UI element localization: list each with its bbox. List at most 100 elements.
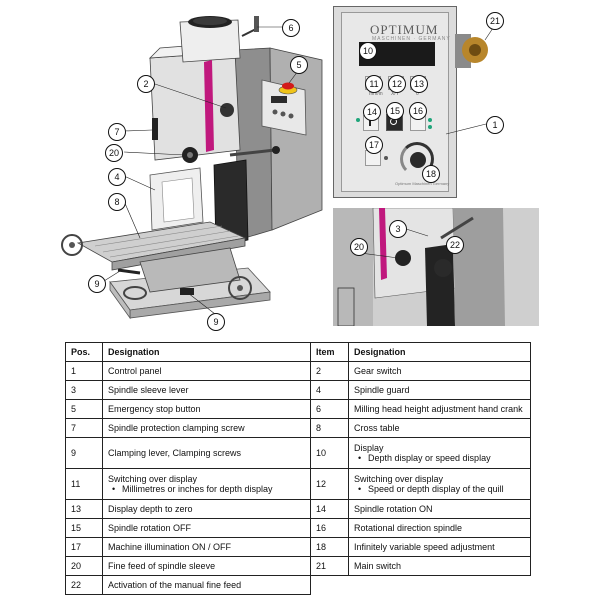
- cell-pos: 1: [65, 361, 103, 381]
- button-x-y-label: X/Y: [391, 91, 400, 97]
- table-row: 5 Emergency stop button 6 Milling head h…: [65, 399, 531, 419]
- cell-item: 16: [310, 518, 349, 538]
- cell-designation-bullet: Speed or depth display of the quill: [354, 484, 525, 494]
- cell-designation: Spindle protection clamping screw: [102, 418, 311, 438]
- table-row: 9 Clamping lever, Clamping screws 10 Dis…: [65, 437, 531, 469]
- cell-pos: 15: [65, 518, 103, 538]
- cell-designation-title: Display: [354, 443, 384, 453]
- cell-designation: Spindle rotation OFF: [102, 518, 311, 538]
- callout-2: 2: [137, 75, 155, 93]
- cell-designation-multi: Switching over display Speed or depth di…: [348, 468, 531, 500]
- cell-designation: Spindle rotation ON: [348, 499, 531, 519]
- callout-17: 17: [365, 136, 383, 154]
- callout-4: 4: [108, 168, 126, 186]
- callout-16: 16: [409, 102, 427, 120]
- callout-20: 20: [105, 144, 123, 162]
- cell-designation: Fine feed of spindle sleeve: [102, 556, 311, 576]
- speed-adjust-knob[interactable]: [410, 152, 426, 168]
- callout-10: 10: [359, 42, 377, 60]
- callout-12: 12: [388, 75, 406, 93]
- cell-designation-bullet: Depth display or speed display: [354, 453, 525, 463]
- cell-item: 21: [310, 556, 349, 576]
- callout-8: 8: [108, 193, 126, 211]
- cell-item: 4: [310, 380, 349, 400]
- cell-item: 2: [310, 361, 349, 381]
- cell-pos: 13: [65, 499, 103, 519]
- callout-9-left: 9: [88, 275, 106, 293]
- cell-designation-title: Switching over display: [108, 474, 198, 484]
- callout-22: 22: [446, 236, 464, 254]
- cell-designation-multi: Display Depth display or speed display: [348, 437, 531, 469]
- callout-14: 14: [363, 103, 381, 121]
- parts-legend-table: Pos. Designation Item Designation 1 Cont…: [65, 342, 531, 595]
- callout-1: 1: [486, 116, 504, 134]
- cell-designation: Spindle sleeve lever: [102, 380, 311, 400]
- callout-20-detail: 20: [350, 238, 368, 256]
- table-row: 15 Spindle rotation OFF 16 Rotational di…: [65, 518, 531, 538]
- header-designation-left: Designation: [102, 342, 311, 362]
- milling-machine-illustration: [61, 16, 323, 320]
- callout-18: 18: [422, 165, 440, 183]
- callout-13: 13: [410, 75, 428, 93]
- cell-pos: 5: [65, 399, 103, 419]
- cell-designation: Spindle guard: [348, 380, 531, 400]
- led-green-icon-2: [428, 118, 432, 122]
- cell-designation: Machine illumination ON / OFF: [102, 537, 311, 557]
- cell-designation: Control panel: [102, 361, 311, 381]
- cell-pos: 17: [65, 537, 103, 557]
- header-designation-right: Designation: [348, 342, 531, 362]
- cell-pos: 3: [65, 380, 103, 400]
- cell-pos: 20: [65, 556, 103, 576]
- cell-designation: Infinitely variable speed adjustment: [348, 537, 531, 557]
- cell-item: 6: [310, 399, 349, 419]
- callout-11: 11: [365, 75, 383, 93]
- cell-designation: Main switch: [348, 556, 531, 576]
- cell-pos: 9: [65, 437, 103, 469]
- cell-designation: Emergency stop button: [102, 399, 311, 419]
- table-row: 13 Display depth to zero 14 Spindle rota…: [65, 499, 531, 519]
- cell-pos: 11: [65, 468, 103, 500]
- main-switch-illustration: [455, 24, 496, 68]
- detail-fine-feed-illustration: [333, 208, 539, 326]
- cell-designation: Clamping lever, Clamping screws: [102, 437, 311, 469]
- cell-designation: Milling head height adjustment hand cran…: [348, 399, 531, 419]
- panel-leader-lines: [445, 123, 487, 135]
- cell-item: 18: [310, 537, 349, 557]
- button-zero-label: 0: [416, 91, 419, 97]
- control-panel-brand: OPTIMUM: [370, 22, 439, 37]
- spindle-on-bar-icon: [369, 118, 371, 126]
- header-pos: Pos.: [65, 342, 103, 362]
- cell-designation-bullet: Millimetres or inches for depth display: [108, 484, 305, 494]
- cell-designation-multi: Switching over display Millimetres or in…: [102, 468, 311, 500]
- control-panel-brand-sub: MASCHINEN · GERMANY: [372, 36, 451, 42]
- callout-3-detail: 3: [389, 220, 407, 238]
- led-green-icon-3: [428, 125, 432, 129]
- callout-9-right: 9: [207, 313, 225, 331]
- led-green-icon: [356, 118, 360, 122]
- callout-5: 5: [290, 56, 308, 74]
- cell-item: 14: [310, 499, 349, 519]
- table-row: 11 Switching over display Millimetres or…: [65, 468, 531, 500]
- cell-designation: Rotational direction spindle: [348, 518, 531, 538]
- callout-6: 6: [282, 19, 300, 37]
- cell-designation: Gear switch: [348, 361, 531, 381]
- cell-designation-title: Switching over display: [354, 474, 444, 484]
- button-mm-in-label: mm/in: [369, 91, 383, 97]
- cell-pos: 22: [65, 575, 103, 595]
- lamp-icon: [384, 156, 388, 160]
- cell-item: 12: [310, 468, 349, 500]
- cell-item: 8: [310, 418, 349, 438]
- table-row: 17 Machine illumination ON / OFF 18 Infi…: [65, 537, 531, 557]
- table-row: 3 Spindle sleeve lever 4 Spindle guard: [65, 380, 531, 400]
- cell-pos: 7: [65, 418, 103, 438]
- table-row: 22 Activation of the manual fine feed: [65, 575, 531, 595]
- callout-15: 15: [386, 102, 404, 120]
- table-header-row: Pos. Designation Item Designation: [65, 342, 531, 362]
- cell-designation: Activation of the manual fine feed: [102, 575, 311, 595]
- cell-item: 10: [310, 437, 349, 469]
- control-panel-footer: Optimum Maschinen Germany: [395, 181, 450, 186]
- speed-dial-arc: [400, 142, 434, 176]
- table-row: 7 Spindle protection clamping screw 8 Cr…: [65, 418, 531, 438]
- callout-21: 21: [486, 12, 504, 30]
